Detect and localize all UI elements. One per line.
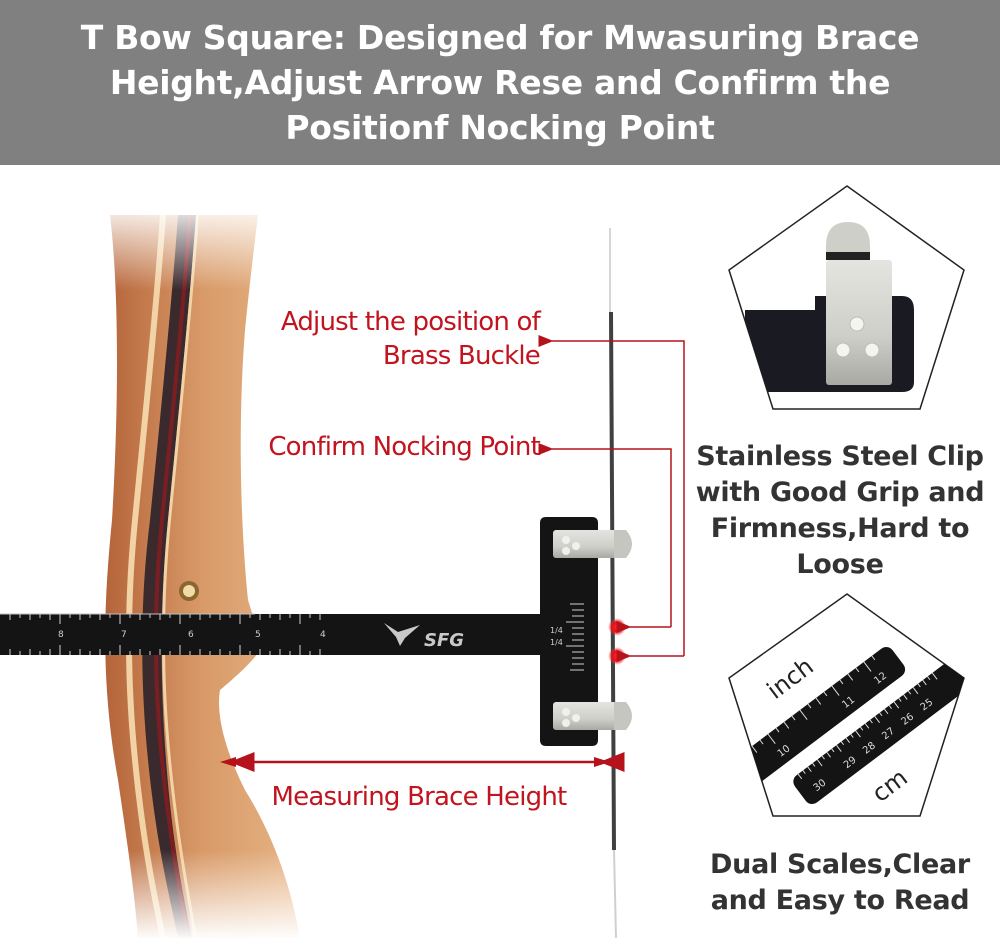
nocking-point-marker-lower: [608, 647, 626, 665]
page-title: T Bow Square: Designed for Mwasuring Bra…: [80, 18, 920, 147]
clip-feature-text: Stainless Steel Clip with Good Grip and …: [695, 441, 985, 580]
ruler-number: 6: [188, 630, 194, 640]
top-steel-clip: [553, 530, 632, 558]
nocking-point-marker-upper: [608, 618, 626, 636]
bow-riser: [90, 200, 310, 938]
bird-logo-icon: [384, 623, 420, 646]
bow-string: [609, 228, 617, 938]
ruler-number: 5: [255, 630, 261, 640]
product-scene: 8 7 6 5 4 1/4 1/4 SFG: [0, 165, 1000, 938]
arrow-left-icon: [220, 757, 236, 767]
product-illustration: 8 7 6 5 4 1/4 1/4 SFG: [0, 185, 965, 938]
head-label: 1/4: [550, 638, 563, 647]
brace-height-callout: Measuring Brace Height: [271, 782, 568, 812]
callout-lines: [229, 335, 685, 772]
nocking-point-callout: Confirm Nocking Point: [268, 432, 540, 462]
clip-feature-pentagon: [728, 185, 965, 410]
bottom-steel-clip: [553, 702, 632, 730]
ruler-number: 7: [121, 630, 127, 640]
header-banner: T Bow Square: Designed for Mwasuring Bra…: [0, 0, 1000, 165]
head-label: 1/4: [550, 626, 563, 635]
t-square: 8 7 6 5 4 1/4 1/4 SFG: [0, 517, 632, 746]
brand-logo: SFG: [384, 623, 464, 651]
arrow-right-icon: [594, 757, 610, 767]
scales-feature-pentagon: 10 11 12 30 29 28 27 26 25 inch cm: [728, 593, 965, 817]
ruler-number: 8: [58, 630, 64, 640]
scales-feature-text: Dual Scales,Clear and Easy to Read: [710, 849, 970, 916]
ruler-number: 4: [320, 630, 326, 640]
svg-text:SFG: SFG: [424, 630, 464, 651]
brass-buckle-callout: Adjust the position of Brass Buckle: [280, 307, 541, 371]
